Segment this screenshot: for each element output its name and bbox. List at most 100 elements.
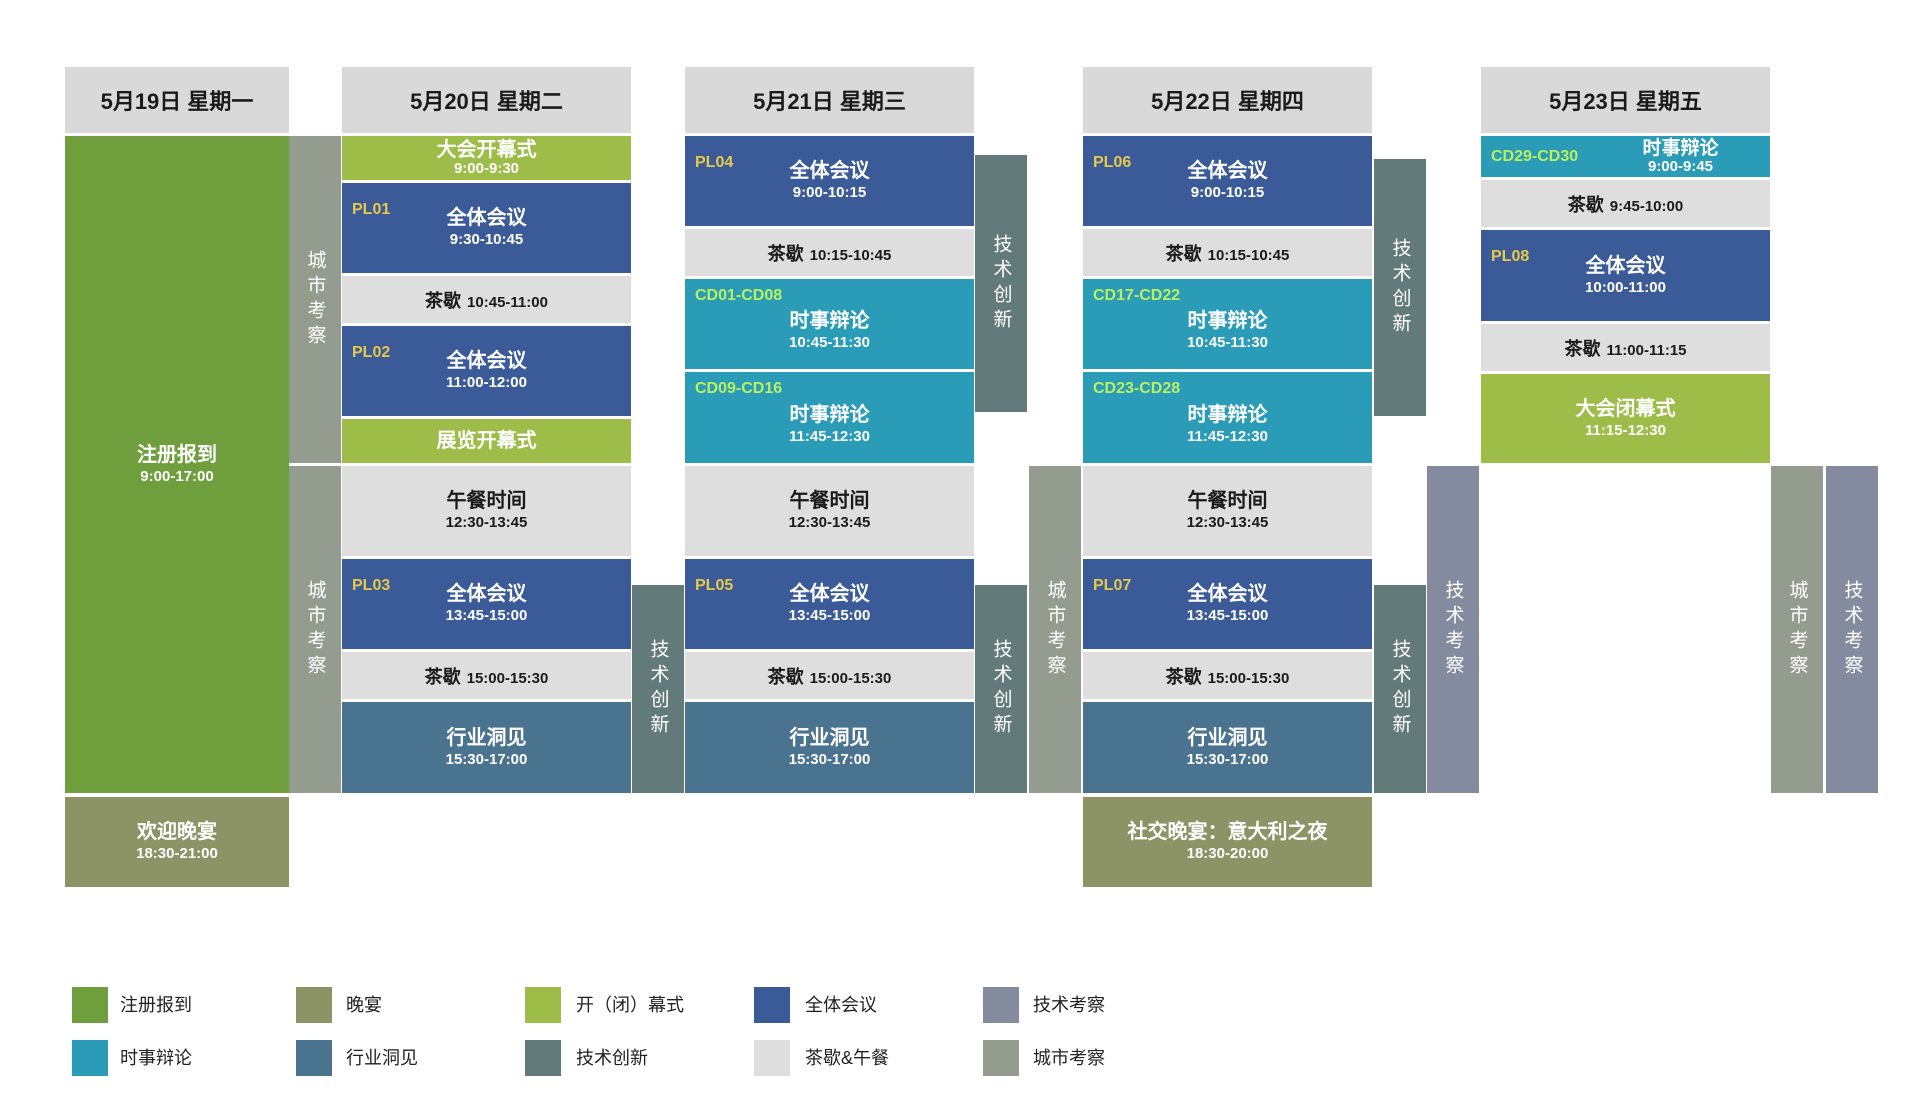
thu-gala-dinner-title: 社交晚宴：意大利之夜 [1127,821,1328,843]
fri-debate[interactable]: CD29-CD30 时事辩论 9:00-9:45 [1481,136,1770,177]
wed-pl04-time: 9:00-10:15 [792,184,867,201]
thu-debate-1[interactable]: CD17-CD22 时事辩论 10:45-11:30 [1083,279,1372,369]
day-header-tue: 5月20日 星期二 [342,67,631,133]
legend-label-registration: 注册报到 [120,995,192,1015]
legend-label-insight: 行业洞见 [346,1048,418,1068]
fri-tech-tour-pm[interactable]: 技术考察 [1826,466,1878,793]
thu-debate-1-time: 10:45-11:30 [1187,334,1268,351]
thu-industry-insight[interactable]: 行业洞见 15:30-17:00 [1083,702,1372,793]
thu-tech-tour-pm[interactable]: 技术考察 [1427,466,1479,793]
legend-swatch-debate [72,1040,108,1076]
tue-city-tour-am[interactable]: 城市考察 [289,136,341,463]
thu-gala-dinner[interactable]: 社交晚宴：意大利之夜 18:30-20:00 [1083,797,1372,887]
thu-tech-tour-pm-label: 技术考察 [1442,579,1464,680]
day-header-thu: 5月22日 星期四 [1083,67,1372,133]
tue-industry-insight[interactable]: 行业洞见 15:30-17:00 [342,702,631,793]
wed-debate-1-title: 时事辩论 [789,310,870,332]
tue-lunch-time: 12:30-13:45 [445,514,528,531]
wed-city-tour-pm-label: 城市考察 [1044,579,1066,680]
wed-pl05-code: PL05 [695,577,734,594]
tue-pl01-code: PL01 [352,201,391,218]
tue-pl01-plenary[interactable]: PL01 全体会议 9:30-10:45 [342,183,631,273]
thu-debate-2[interactable]: CD23-CD28 时事辩论 11:45-12:30 [1083,372,1372,463]
tue-pl02-title: 全体会议 [446,350,527,372]
wed-pl05-title: 全体会议 [789,583,870,605]
tue-pl02-plenary[interactable]: PL02 全体会议 11:00-12:00 [342,326,631,416]
thu-industry-insight-time: 15:30-17:00 [1186,750,1269,768]
fri-city-tour-pm-label: 城市考察 [1786,579,1808,680]
tue-lunch[interactable]: 午餐时间 12:30-13:45 [342,466,631,556]
tue-opening-ceremony[interactable]: 大会开幕式 9:00-9:30 [342,136,631,180]
wed-debate-1[interactable]: CD01-CD08 时事辩论 10:45-11:30 [685,279,974,369]
thu-pl06-title: 全体会议 [1187,160,1268,182]
thu-debate-2-code: CD23-CD28 [1093,380,1181,397]
thu-tech-innovation-am[interactable]: 技术创新 [1374,159,1426,416]
legend-label-ceremony: 开（闭）幕式 [576,995,684,1015]
legend-swatch-plenary [754,987,790,1023]
wed-debate-2[interactable]: CD09-CD16 时事辩论 11:45-12:30 [685,372,974,463]
wed-tech-innovation-am[interactable]: 技术创新 [975,155,1027,412]
wed-debate-2-title: 时事辩论 [789,403,870,426]
thu-pl07-plenary[interactable]: PL07 全体会议 13:45-15:00 [1083,559,1372,649]
fri-closing-ceremony[interactable]: 大会闭幕式 11:15-12:30 [1481,374,1770,463]
thu-gala-dinner-time: 18:30-20:00 [1186,845,1269,862]
legend-label-break: 茶歇&午餐 [805,1048,890,1068]
wed-debate-1-time: 10:45-11:30 [789,334,870,351]
wed-pl04-title: 全体会议 [789,160,870,182]
fri-pl08-time: 10:00-11:00 [1585,278,1666,296]
tue-pl02-time: 11:00-12:00 [446,374,527,391]
tue-pl03-plenary[interactable]: PL03 全体会议 13:45-15:00 [342,559,631,649]
tue-pl03-time: 13:45-15:00 [445,607,528,624]
wed-debate-1-code: CD01-CD08 [695,287,783,304]
tue-city-tour-pm[interactable]: 城市考察 [289,466,341,793]
legend-swatch-tech-tour [983,987,1019,1023]
fri-city-tour-pm[interactable]: 城市考察 [1771,466,1823,793]
thu-lunch[interactable]: 午餐时间 12:30-13:45 [1083,466,1372,556]
registration-block[interactable]: 注册报到 9:00-17:00 [65,136,289,793]
legend-label-plenary: 全体会议 [805,995,877,1015]
tue-pl03-code: PL03 [352,577,391,594]
tue-pl02-code: PL02 [352,344,391,361]
wed-lunch-time: 12:30-13:45 [788,514,871,531]
thu-pl07-code: PL07 [1093,577,1132,594]
day-header-fri: 5月23日 星期五 [1481,67,1770,133]
thu-lunch-time: 12:30-13:45 [1186,514,1269,531]
legend-swatch-break [754,1040,790,1076]
thu-debate-1-code: CD17-CD22 [1093,287,1181,304]
thu-pl06-plenary[interactable]: PL06 全体会议 9:00-10:15 [1083,136,1372,226]
wed-tech-innovation-pm[interactable]: 技术创新 [975,585,1027,793]
wed-industry-insight-time: 15:30-17:00 [788,750,871,768]
day-header-mon: 5月19日 星期一 [65,67,289,133]
fri-pl08-code: PL08 [1491,248,1530,265]
wed-industry-insight[interactable]: 行业洞见 15:30-17:00 [685,702,974,793]
thu-lunch-title: 午餐时间 [1187,490,1268,512]
fri-debate-text: 时事辩论 9:00-9:45 [1642,138,1718,175]
welcome-dinner-block[interactable]: 欢迎晚宴 18:30-21:00 [65,797,289,887]
wed-tech-innovation-pm-label: 技术创新 [990,639,1012,739]
tue-exhibition-opening[interactable]: 展览开幕式 [342,419,631,463]
wed-pl04-plenary[interactable]: PL04 全体会议 9:00-10:15 [685,136,974,226]
wed-city-tour-pm[interactable]: 城市考察 [1029,466,1081,793]
fri-debate-code: CD29-CD30 [1491,148,1579,165]
fri-pl08-plenary[interactable]: PL08 全体会议 10:00-11:00 [1481,230,1770,321]
wed-lunch[interactable]: 午餐时间 12:30-13:45 [685,466,974,556]
welcome-dinner-title: 欢迎晚宴 [137,821,217,843]
legend-swatch-banquet [296,987,332,1023]
thu-tech-innovation-am-label: 技术创新 [1389,237,1411,338]
tue-tech-innovation-pm[interactable]: 技术创新 [632,585,684,793]
wed-debate-2-time: 11:45-12:30 [789,427,870,445]
thu-tech-innovation-pm[interactable]: 技术创新 [1374,585,1426,793]
wed-pl05-plenary[interactable]: PL05 全体会议 13:45-15:00 [685,559,974,649]
